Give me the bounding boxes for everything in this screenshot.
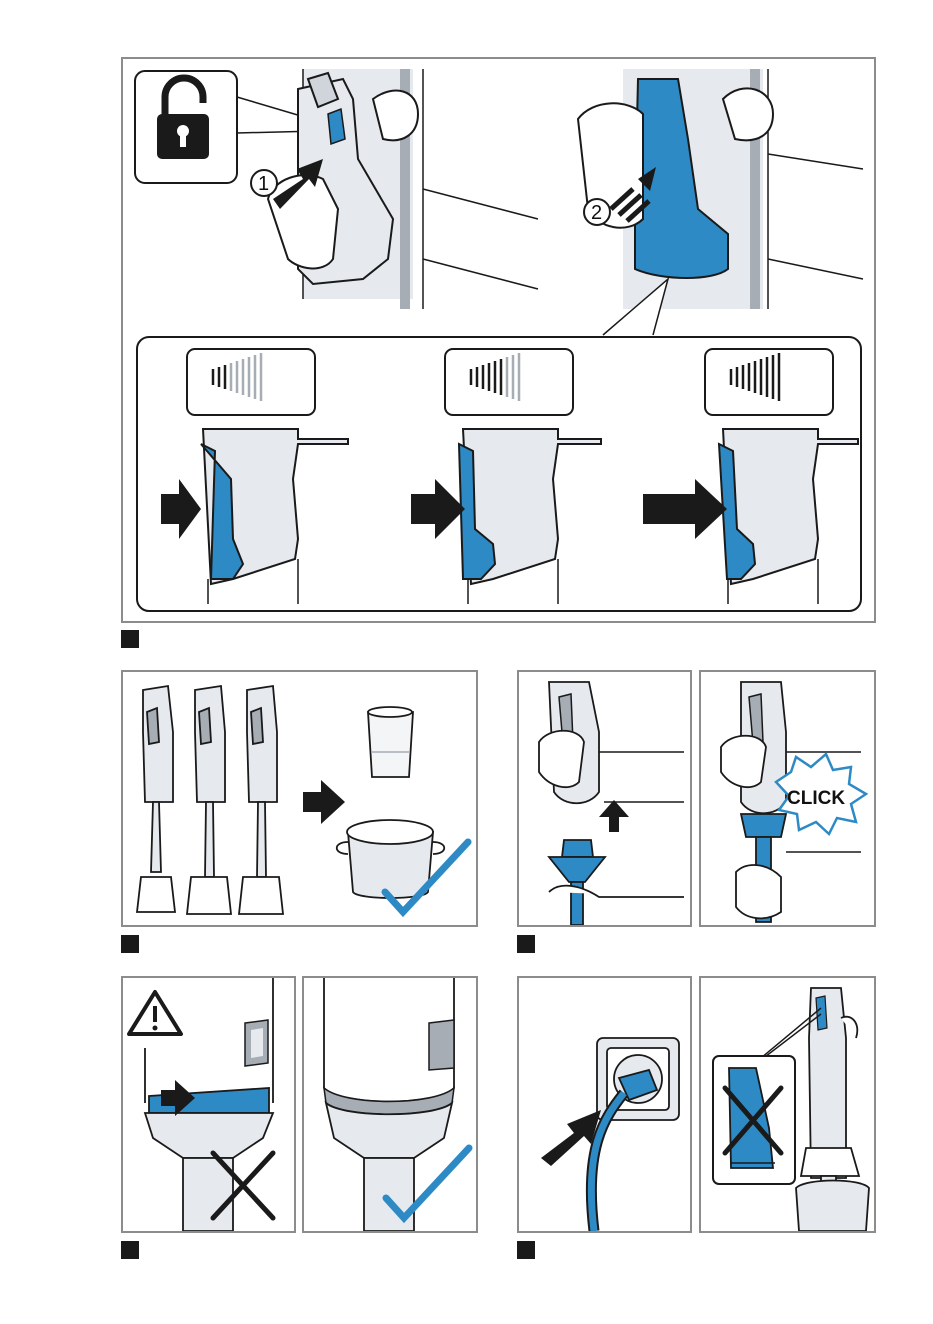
measuring-cup	[368, 707, 413, 777]
unlock-icon	[135, 71, 318, 183]
step-1-number: 1	[258, 173, 269, 195]
panel-incorrect-attachment	[121, 976, 296, 1233]
panel-click-attached: CLICK	[699, 670, 876, 927]
click-label: CLICK	[787, 788, 845, 809]
accessories-illustration	[123, 672, 476, 925]
figure-marker-top	[121, 630, 139, 648]
figure-marker-bottom-right	[517, 1241, 535, 1259]
inset-do-not-press	[713, 1056, 795, 1184]
do-not-press-illustration	[701, 978, 874, 1231]
figure-marker-bottom-left	[121, 1241, 139, 1259]
warning-triangle-icon	[129, 992, 181, 1034]
push-arrow-icon	[599, 800, 629, 832]
incorrect-attachment-illustration	[123, 978, 294, 1231]
speed-wave-icon-high	[705, 349, 833, 415]
panel-do-not-press-button	[699, 976, 876, 1233]
handle-illustration-step2: 2	[578, 69, 863, 335]
top-panel-unlock-and-speed: 1 2	[121, 57, 876, 623]
plug-in-illustration	[519, 978, 690, 1231]
handle-illustration-step1: 1	[251, 69, 538, 309]
blender-foot-blue	[549, 840, 605, 925]
correct-attachment-illustration	[304, 978, 476, 1231]
figure-marker-mid-left	[121, 935, 139, 953]
unlock-speed-illustration: 1 2	[123, 59, 874, 621]
hand-blender-2	[187, 686, 231, 914]
speed-inset	[137, 337, 861, 611]
step-2-number: 2	[591, 202, 602, 224]
click-illustration: CLICK	[701, 672, 874, 925]
panel-plug-in	[517, 976, 692, 1233]
push-arrow-icon	[303, 780, 345, 824]
panel-attach-blender-foot	[517, 670, 692, 927]
speed-wave-icon-low	[187, 349, 315, 415]
figure-marker-mid-right	[517, 935, 535, 953]
hand-blender-3	[239, 686, 283, 914]
panel-accessories-and-containers	[121, 670, 478, 927]
click-burst: CLICK	[776, 754, 866, 834]
panel-correct-attachment	[302, 976, 478, 1233]
hand-blender-1	[137, 686, 175, 912]
speed-wave-icon-medium	[445, 349, 573, 415]
attach-foot-illustration	[519, 672, 690, 925]
